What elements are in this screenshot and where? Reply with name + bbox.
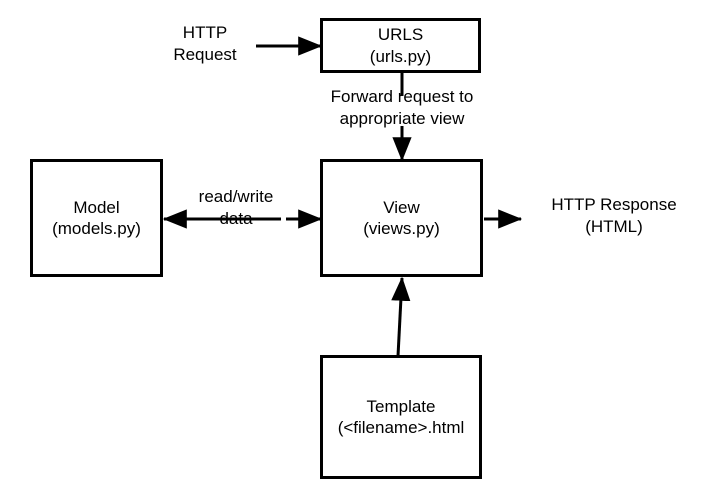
node-view-title: View: [383, 197, 420, 217]
label-http-response: HTTP Response (HTML): [524, 194, 704, 238]
label-read-write-data: read/write data: [188, 186, 284, 230]
node-template-filename: (<filename>.html: [337, 418, 465, 437]
node-template-title: Template: [366, 396, 436, 416]
node-view[interactable]: View (views.py): [320, 159, 483, 277]
label-http-request-line2: Request: [173, 45, 237, 65]
node-urls-title: URLS: [377, 25, 424, 45]
node-template[interactable]: Template (<filename>.html: [320, 355, 482, 479]
node-urls[interactable]: URLS (urls.py): [320, 18, 481, 73]
label-http-request-line1: HTTP: [182, 23, 228, 42]
label-read-write-data-line1: read/write: [198, 187, 274, 206]
node-model-filename: (models.py): [52, 219, 141, 238]
node-model[interactable]: Model (models.py): [30, 159, 163, 277]
label-http-request: HTTP Request: [150, 22, 260, 66]
node-urls-filename: (urls.py): [369, 46, 432, 66]
label-http-response-line1: HTTP Response: [551, 195, 677, 214]
label-http-response-line2: (HTML): [585, 217, 643, 237]
label-forward-request: Forward request to appropriate view: [312, 86, 492, 130]
arrow-template-to-view: [391, 276, 411, 357]
node-model-title: Model: [73, 197, 120, 217]
label-forward-request-line2: appropriate view: [339, 109, 465, 129]
label-forward-request-line1: Forward request to: [330, 87, 474, 106]
node-view-filename: (views.py): [363, 219, 440, 238]
label-read-write-data-line2: data: [219, 209, 253, 229]
